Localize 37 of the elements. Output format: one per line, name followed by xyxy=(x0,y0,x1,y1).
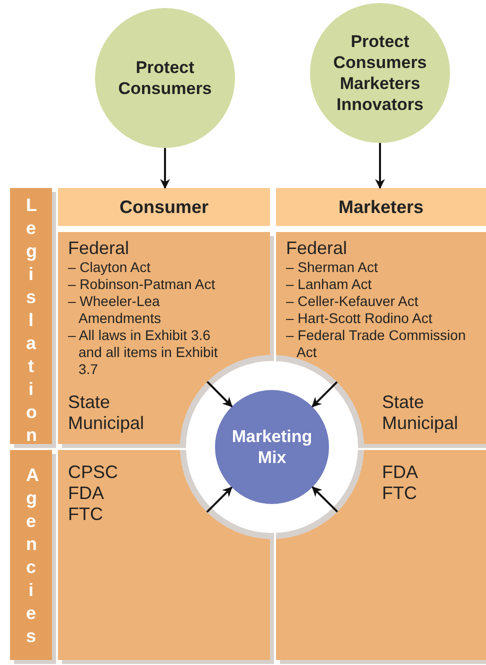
list-item: – Sherman Act xyxy=(286,259,379,276)
circle-label: Marketing Mix xyxy=(230,426,314,468)
list-item: – Celler-Kefauver Act xyxy=(286,293,420,310)
category-text: FTC xyxy=(382,483,418,504)
category-text: FDA xyxy=(382,462,419,483)
vertical-label: Agencies xyxy=(26,464,36,648)
header-label: Marketers xyxy=(338,196,424,218)
column-header xyxy=(276,188,486,226)
circle-label: Protect Consumers Marketers Innovators xyxy=(332,31,428,115)
vertical-label: Legislation xyxy=(26,194,36,444)
category-text: Municipal xyxy=(382,413,460,435)
arrow xyxy=(206,380,233,408)
arrow xyxy=(206,486,232,513)
list-item: – Hart-Scott Rodino Act xyxy=(286,310,434,327)
list-item: – Wheeler-Lea Amendments xyxy=(68,293,162,327)
list-item: – Robinson-Patman Act xyxy=(68,276,216,293)
list-item: – Lanham Act xyxy=(286,276,373,293)
category-text: Federal xyxy=(68,238,130,259)
category-text: Federal xyxy=(286,238,348,259)
list-item: – All laws in Exhibit 3.6 and all items in Exhibit 3.7 xyxy=(68,327,219,378)
category-text: Municipal xyxy=(68,413,146,435)
arrow xyxy=(312,486,338,512)
arrow xyxy=(375,143,385,189)
column-header xyxy=(58,188,270,226)
arrow xyxy=(160,148,170,189)
list-item: – Federal Trade Commission Act xyxy=(286,327,467,361)
header-label: Consumer xyxy=(119,196,208,218)
category-text: State xyxy=(382,392,426,413)
list-item: – Clayton Act xyxy=(68,259,152,276)
circle-label: Protect Consumers xyxy=(117,57,213,99)
row-label-band xyxy=(10,450,52,660)
category-text: CPSC xyxy=(68,462,120,483)
category-text: FDA xyxy=(68,483,105,504)
category-text: FTC xyxy=(68,504,104,525)
arrow xyxy=(312,381,338,408)
category-text: State xyxy=(68,392,112,413)
row-label-band xyxy=(10,188,52,444)
